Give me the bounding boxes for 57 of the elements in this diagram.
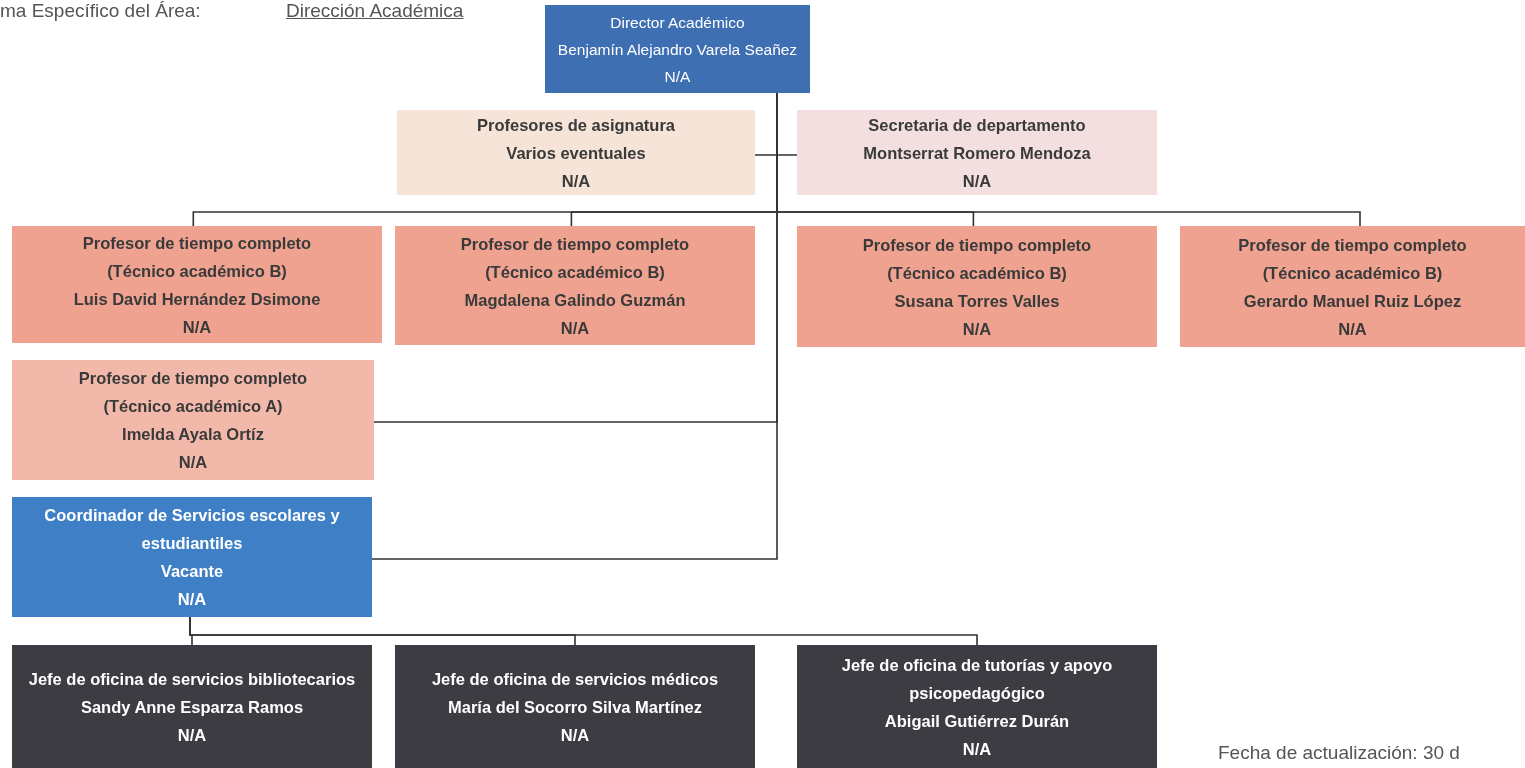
position-box: [395, 226, 755, 345]
position-subtitle: (Técnico académico A): [103, 396, 283, 417]
position-box: [797, 110, 1157, 195]
person-name: Benjamín Alejandro Varela Seañez: [557, 39, 798, 60]
person-name: Luis David Hernández Dsimone: [73, 288, 321, 310]
status-text: N/A: [560, 724, 590, 746]
status-text: N/A: [962, 738, 992, 760]
person-name: Sandy Anne Esparza Ramos: [80, 696, 304, 718]
position-title: Profesores de asignatura: [476, 114, 676, 136]
status-text: N/A: [962, 170, 992, 192]
status-text: N/A: [178, 452, 208, 473]
status-text: N/A: [561, 170, 591, 192]
person-name: María del Socorro Silva Martínez: [448, 696, 702, 718]
status-text: N/A: [1338, 318, 1367, 340]
position-title: Jefe de oficina de tutorías y apoyo psicopedagógico: [840, 654, 1114, 704]
position-box: [397, 110, 755, 195]
person-name: Abigail Gutiérrez Durán: [884, 710, 1070, 732]
position-title: Jefe de oficina de servicios médicos: [431, 668, 719, 690]
person-name: Montserrat Romero Mendoza: [863, 142, 1091, 164]
position-box: [797, 645, 1157, 768]
area-name: Dirección Académica: [286, 0, 464, 22]
position-box: [12, 360, 374, 480]
status-text: N/A: [560, 317, 590, 339]
position-title: Profesor de tiempo completo: [82, 232, 312, 254]
position-box: [545, 5, 810, 93]
person-name: Imelda Ayala Ortíz: [122, 424, 264, 445]
status-text: N/A: [177, 589, 207, 610]
position-box: [12, 497, 372, 617]
update-date: Fecha de actualización: 30 d: [1218, 742, 1460, 764]
person-name: Gerardo Manuel Ruiz López: [1243, 290, 1462, 312]
position-title: Secretaria de departamento: [868, 114, 1086, 136]
person-name: Magdalena Galindo Guzmán: [464, 289, 686, 311]
position-subtitle: (Técnico académico B): [107, 260, 287, 282]
status-text: N/A: [177, 724, 207, 746]
position-title: Director Académico: [610, 12, 745, 33]
area-caption: ma Específico del Área:: [0, 0, 201, 22]
position-subtitle: (Técnico académico B): [485, 261, 665, 283]
position-subtitle: (Técnico académico B): [1262, 262, 1443, 284]
position-box: [1180, 226, 1525, 347]
position-box: [797, 226, 1157, 347]
status-text: N/A: [962, 318, 992, 340]
position-box: [12, 645, 372, 768]
position-title: Profesor de tiempo completo: [78, 368, 308, 389]
person-name: Susana Torres Valles: [894, 290, 1060, 312]
position-title: Coordinador de Servicios escolares y estudiantiles: [43, 505, 341, 554]
status-text: N/A: [664, 66, 691, 87]
position-title: Profesor de tiempo completo: [1238, 234, 1467, 256]
position-title: Profesor de tiempo completo: [460, 233, 690, 255]
status-text: N/A: [182, 316, 212, 338]
position-title: Jefe de oficina de servicios bibliotecarios: [28, 668, 356, 690]
position-box: [12, 226, 382, 343]
connector-line: [189, 616, 978, 646]
person-name: Vacante: [160, 561, 224, 582]
position-subtitle: (Técnico académico B): [887, 262, 1067, 284]
position-box: [395, 645, 755, 768]
person-name: Varios eventuales: [506, 142, 646, 164]
position-title: Profesor de tiempo completo: [862, 234, 1092, 256]
